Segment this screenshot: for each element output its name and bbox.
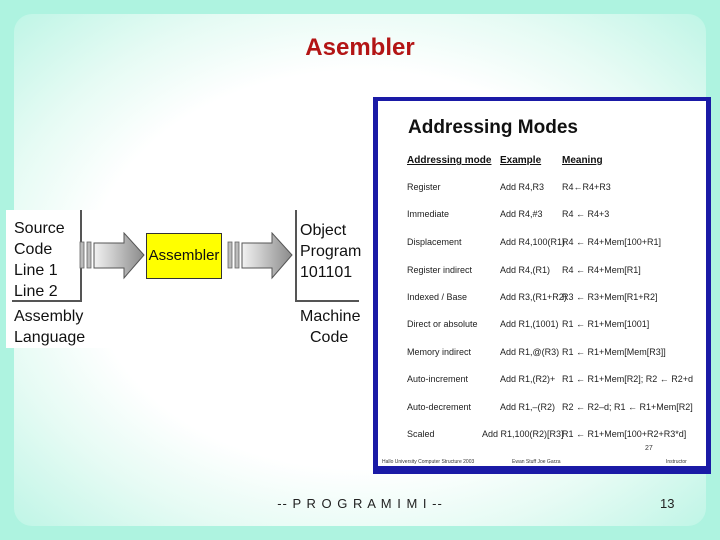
inner-footer-right: Instructor [666,459,687,465]
slide-title: Asembler [305,34,415,61]
addressing-modes-title: Addressing Modes [408,117,578,138]
table-row: Auto-increment Add R1,(R2)+ R1 ← R1+Mem[… [378,374,706,388]
cell-example: Add R1,(R2)+ [500,374,556,384]
assembler-box: Assembler [146,233,222,279]
cell-example: Add R1,(1001) [500,319,559,329]
cell-mode: Auto-decrement [407,402,472,412]
cell-mode: Direct or absolute [407,319,478,329]
header-mode: Addressing mode [407,155,492,166]
cell-meaning: R3 ← R3+Mem[R1+R2] [562,292,658,302]
assembler-diagram: Source Code Line 1 Line 2 Assembly Langu… [6,210,364,348]
table-row: Direct or absolute Add R1,(1001) R1 ← R1… [378,319,706,333]
cell-example: Add R4,#3 [500,209,543,219]
cell-meaning: R1 ← R1+Mem[1001] [562,319,650,329]
source-line-2: Line 1 [14,262,58,279]
cell-example: Add R4,(R1) [500,265,551,275]
cell-mode: Displacement [407,237,462,247]
cell-meaning: R2 ← R2–d; R1 ← R1+Mem[R2] [562,402,693,412]
inner-footer: Hallo University Computer Structure 2003… [378,459,706,467]
object-line-0: Object [300,222,347,239]
source-code-box [12,210,82,302]
arrow-to-object-icon [227,232,293,280]
cell-meaning: R1 ← R1+Mem[Mem[R3]] [562,347,666,357]
arrow-to-assembler-icon [79,232,145,280]
table-row: Displacement Add R4,100(R1) R4 ← R4+Mem[… [378,237,706,251]
addressing-modes-image: Addressing Modes Addressing mode Example… [373,97,711,474]
table-row: Immediate Add R4,#3 R4 ← R4+3 [378,209,706,223]
cell-mode: Register indirect [407,265,473,275]
cell-mode: Scaled [407,429,435,439]
cell-mode: Auto-increment [407,374,469,384]
table-row: Scaled Add R1,100(R2)[R3] R1 ← R1+Mem[10… [378,429,706,443]
cell-example: Add R4,R3 [500,182,545,192]
table-row: Register Add R4,R3 R4←R4+R3 [378,182,706,196]
slide-footer: -- P R O G R A M I M I -- [277,496,443,511]
cell-example: Add R3,(R1+R2) [500,292,567,302]
inner-page-number: 27 [645,445,653,452]
addressing-modes-panel: Addressing Modes Addressing mode Example… [378,101,706,466]
table-row: Memory indirect Add R1,@(R3) R1 ← R1+Mem… [378,347,706,361]
cell-meaning: R1 ← R1+Mem[R2]; R2 ← R2+d [562,374,694,384]
cell-meaning: R4 ← R4+3 [562,209,610,219]
cell-meaning: R4 ← R4+Mem[R1] [562,265,641,275]
table-row: Auto-decrement Add R1,–(R2) R2 ← R2–d; R… [378,402,706,416]
cell-mode: Memory indirect [407,347,472,357]
header-example: Example [500,155,542,166]
object-caption-1: Code [310,329,349,346]
source-caption-0: Assembly [14,308,84,325]
cell-example: Add R4,100(R1) [500,237,566,247]
object-caption-0: Machine [300,308,361,325]
object-line-1: Program [300,243,362,260]
source-line-0: Source [14,220,65,237]
slide-number: 13 [660,496,675,511]
cell-example: Add R1,@(R3) [500,347,560,357]
header-meaning: Meaning [562,155,603,166]
inner-footer-left: Hallo University Computer Structure 2003 [382,459,475,465]
inner-footer-mid: Ewan Stuff Joe Garza [512,459,561,465]
source-caption-1: Language [14,329,86,346]
cell-meaning: R4←R4+R3 [562,182,611,192]
cell-example: Add R1,–(R2) [500,402,556,412]
source-line-3: Line 2 [14,283,58,300]
cell-mode: Immediate [407,209,450,219]
object-program-box [295,210,359,302]
table-row: Indexed / Base Add R3,(R1+R2) R3 ← R3+Me… [378,292,706,306]
cell-mode: Indexed / Base [407,292,468,302]
cell-mode: Register [407,182,441,192]
table-row: Register indirect Add R4,(R1) R4 ← R4+Me… [378,265,706,279]
object-line-2: 101101 [300,264,353,281]
cell-example: Add R1,100(R2)[R3] [482,429,564,439]
cell-meaning: R4 ← R4+Mem[100+R1] [562,237,662,247]
source-line-1: Code [14,241,53,258]
cell-meaning: R1 ← R1+Mem[100+R2+R3*d] [562,429,687,439]
